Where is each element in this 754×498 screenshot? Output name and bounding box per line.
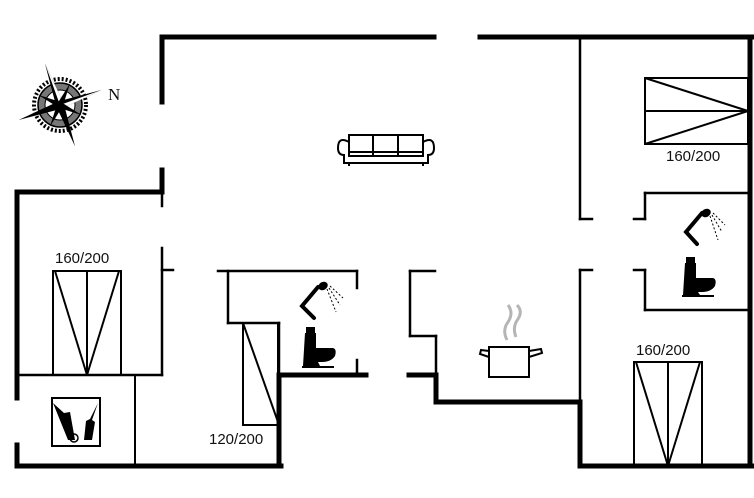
technical-room-icon	[51, 397, 101, 447]
compass-north-label: N	[108, 85, 121, 104]
bed-ne-icon	[644, 77, 749, 145]
shower-icon	[299, 281, 344, 320]
toilet-icon	[302, 327, 336, 368]
bed-size-label-ne: 160/200	[666, 148, 721, 165]
shower-east-icon	[683, 208, 726, 246]
cooking-pot-icon	[478, 303, 544, 378]
sofa-icon	[336, 134, 436, 166]
toilet-east-icon	[682, 257, 716, 297]
bed-size-label-west: 160/200	[55, 250, 110, 267]
bed-small-icon	[242, 322, 279, 426]
bed-size-label-se: 160/200	[636, 342, 691, 359]
bed-west-icon	[52, 270, 122, 376]
bed-se-icon	[633, 361, 703, 467]
bed-size-label-small: 120/200	[209, 431, 264, 448]
compass-rose-icon	[18, 63, 102, 147]
walls	[14, 34, 754, 469]
